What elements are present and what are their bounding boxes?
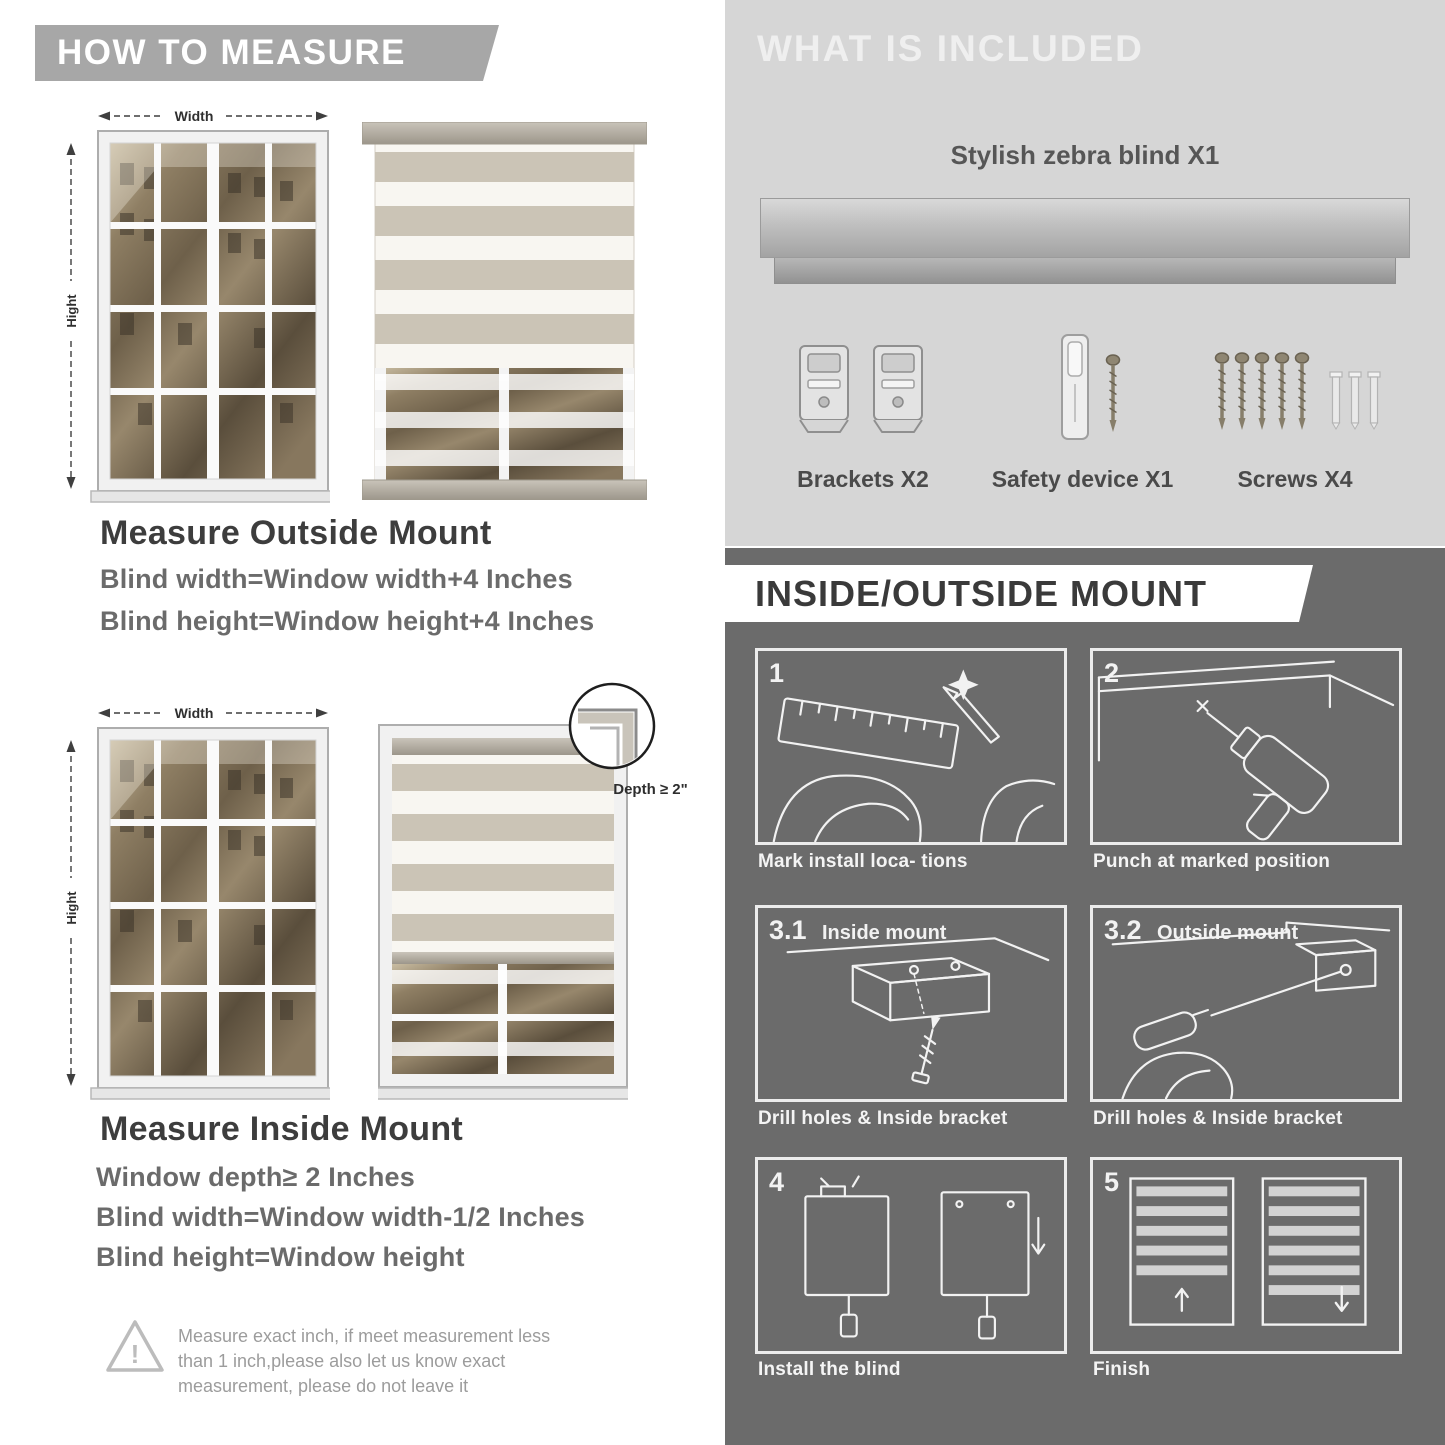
step-number: 5 [1104,1167,1120,1197]
inside-blind-figure [378,724,628,1100]
blind-stripes [375,152,634,344]
inside-window-figure: Width Hight [64,705,330,1100]
inside-spec-width: Blind width=Window width-1/2 Inches [96,1202,586,1232]
mount-header: INSIDE/OUTSIDE MOUNT [725,565,1313,622]
step-caption-3-1: Drill holes & Inside bracket [758,1108,1008,1129]
safety-device-label: Safety device X1 [991,466,1174,492]
window-illustration [90,727,330,1100]
step-caption-1: Mark install loca- tions [758,851,968,872]
drill-illustration [1097,660,1395,841]
brackets-label: Brackets X2 [797,466,929,492]
outside-blind-figure [362,122,647,500]
depth-label: Depth ≥ 2" [613,781,688,798]
measure-outside-title: Measure Outside Mount [100,514,492,552]
step-number: 3.1 [769,915,807,945]
height-label: Hight [64,294,79,328]
outside-spec-height: Blind height=Window height+4 Inches [100,606,595,636]
blind-stripes [392,764,614,941]
step-panel-1: 1 [755,648,1067,845]
warning-line: than 1 inch,please also let us know exac… [178,1351,506,1371]
step-caption-4: Install the blind [758,1359,901,1380]
step-caption-3-2: Drill holes & Inside bracket [1093,1108,1343,1129]
warning-mark: ! [131,1339,140,1369]
headrail-illustration [760,198,1410,284]
what-is-included-header: WHAT IS INCLUDED [757,28,1144,69]
depth-callout-icon [568,682,656,770]
zebra-blind-label: Stylish zebra blind X1 [950,140,1220,170]
window-illustration [90,130,330,503]
step-number: 2 [1104,658,1120,688]
headrail-bottom-bar [774,258,1396,284]
how-to-measure-banner: HOW TO MEASURE [35,25,499,81]
step-caption-2: Punch at marked position [1093,851,1331,872]
warning-line: Measure exact inch, if meet measurement … [178,1326,551,1346]
step-title: Outside mount [1157,922,1299,944]
inside-spec-height: Blind height=Window height [96,1242,465,1272]
step-panel-3-2: 3.2 Outside mount [1090,905,1402,1102]
bracket-icon [873,345,923,433]
mark-locations-illustration [772,669,1056,842]
step-number: 4 [769,1167,785,1197]
inside-bracket-illustration [786,937,1050,1085]
step-caption-5: Finish [1093,1359,1151,1380]
step-panel-2: 2 [1090,648,1402,845]
step-number: 1 [769,658,785,688]
safety-screw-icon [1104,353,1122,434]
step-panel-4: 4 [755,1157,1067,1354]
step-panel-5: 5 [1090,1157,1402,1354]
step-number: 3.2 [1104,915,1142,945]
measure-inside-title: Measure Inside Mount [100,1110,464,1148]
install-blind-illustration [804,1175,1046,1340]
safety-device-icon [1061,334,1089,440]
outside-window-figure: Width Hight [64,108,330,503]
width-label: Width [175,108,214,124]
warning-icon: ! [106,1320,164,1372]
warning-line: measurement, please do not leave it [178,1376,469,1396]
screws-icon [1213,351,1381,432]
step-panel-3-1: 3.1 Inside mount [755,905,1067,1102]
finish-illustration [1129,1177,1367,1326]
step-title: Inside mount [822,922,947,944]
warning-text: Measure exact inch, if meet measurement … [178,1324,658,1399]
headrail-top-bar [760,198,1410,258]
height-label: Hight [64,891,79,925]
inside-spec-depth: Window depth≥ 2 Inches [96,1162,415,1192]
outside-spec-width: Blind width=Window width+4 Inches [100,564,573,594]
width-label: Width [175,705,214,721]
bracket-icon [799,345,849,433]
outside-bracket-illustration [1111,921,1391,1099]
screws-label: Screws X4 [1237,466,1353,492]
